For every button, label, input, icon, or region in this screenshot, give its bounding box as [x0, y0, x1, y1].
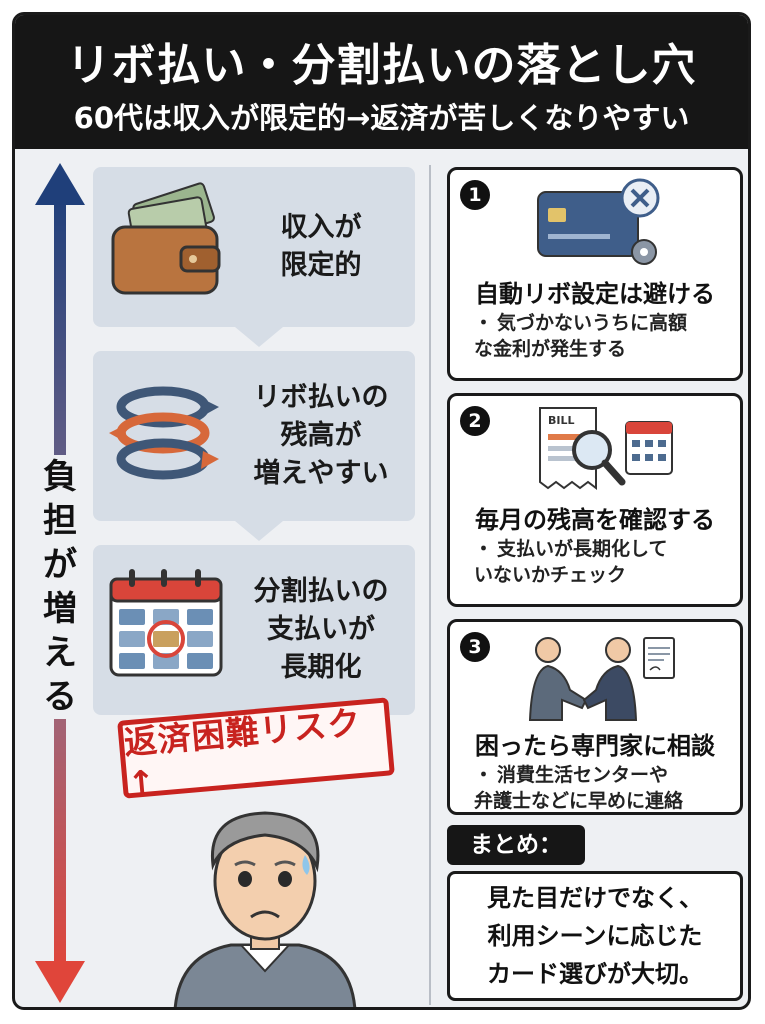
- step-panel-installment: 分割払いの 支払いが 長期化: [93, 545, 415, 715]
- wallet-icon: [111, 182, 221, 295]
- step-income-text: 収入が 限定的: [280, 212, 362, 281]
- column-divider: [429, 165, 431, 1005]
- header: リボ払い・分割払いの落とし穴 60代は収入が限定的→返済が苦しくなりやすい: [15, 15, 748, 149]
- page-title: リボ払い・分割払いの落とし穴: [66, 40, 697, 91]
- tip-bullet-text: 気づかないうちに高額 な金利が発生する: [474, 312, 688, 360]
- tip-card-1: 1 自動リボ設定は避ける ・気づかないうちに高額 な金利が発生する: [447, 167, 743, 381]
- tip-bullet: ・気づかないうちに高額 な金利が発生する: [474, 310, 734, 362]
- step-panel-income: 収入が 限定的: [93, 167, 415, 327]
- handshake-icon: [528, 637, 675, 721]
- tip-title: 困ったら専門家に相談: [475, 732, 715, 760]
- step-installment-text: 分割払いの 支払いが 長期化: [253, 576, 389, 683]
- infographic-frame: リボ払い・分割払いの落とし穴 60代は収入が限定的→返済が苦しくなりやすい 負担…: [12, 12, 751, 1010]
- tip-card-2: 2 BILL 毎月の残高を確認する ・支払いが長期化して いないかチェック: [447, 393, 743, 607]
- tip-title: 毎月の残高を確認する: [475, 506, 715, 534]
- tip-number-badge: 2: [460, 406, 490, 436]
- tip-bullet-text: 支払いが長期化して いないかチェック: [474, 538, 668, 586]
- burden-increase-label: 負担が増える: [35, 455, 85, 719]
- credit-card-cancel-icon: [537, 178, 660, 265]
- bullet-dot: ・: [474, 312, 494, 334]
- step-revolving-text: リボ払いの 残高が 増えやすい: [253, 382, 389, 489]
- tip-title: 自動リボ設定は避ける: [475, 280, 715, 308]
- tip-number-badge: 1: [460, 180, 490, 210]
- tip-bullet: ・支払いが長期化して いないかチェック: [474, 536, 734, 588]
- tip-number-badge: 3: [460, 632, 490, 662]
- calendar-cards-icon: [109, 569, 223, 677]
- summary-tag: まとめ：: [447, 825, 585, 865]
- summary-text: 見た目だけでなく、 利用シーンに応じた カード選びが大切。: [447, 871, 743, 1001]
- tip-card-3: 3 困ったら専門家に相談 ・消費生活センターや 弁護士などに早めに連絡: [447, 619, 743, 815]
- step-panel-revolving: リボ払いの 残高が 増えやすい: [93, 351, 415, 521]
- step-connector: [235, 327, 283, 347]
- bill-calendar-icon: BILL: [539, 407, 673, 490]
- tip-bullet: ・消費生活センターや 弁護士などに早めに連絡: [474, 762, 734, 814]
- risk-stamp: 返済困難リスク↑: [117, 697, 395, 803]
- tip-bullet-text: 消費生活センターや 弁護士などに早めに連絡: [474, 764, 684, 812]
- bill-text: BILL: [548, 414, 575, 427]
- cycle-arrows-icon: [109, 386, 219, 480]
- step-connector: [235, 521, 283, 541]
- page-subtitle: 60代は収入が限定的→返済が苦しくなりやすい: [73, 101, 690, 135]
- bullet-dot: ・: [474, 538, 494, 560]
- worried-senior-icon: [173, 811, 357, 1007]
- bullet-dot: ・: [474, 764, 494, 786]
